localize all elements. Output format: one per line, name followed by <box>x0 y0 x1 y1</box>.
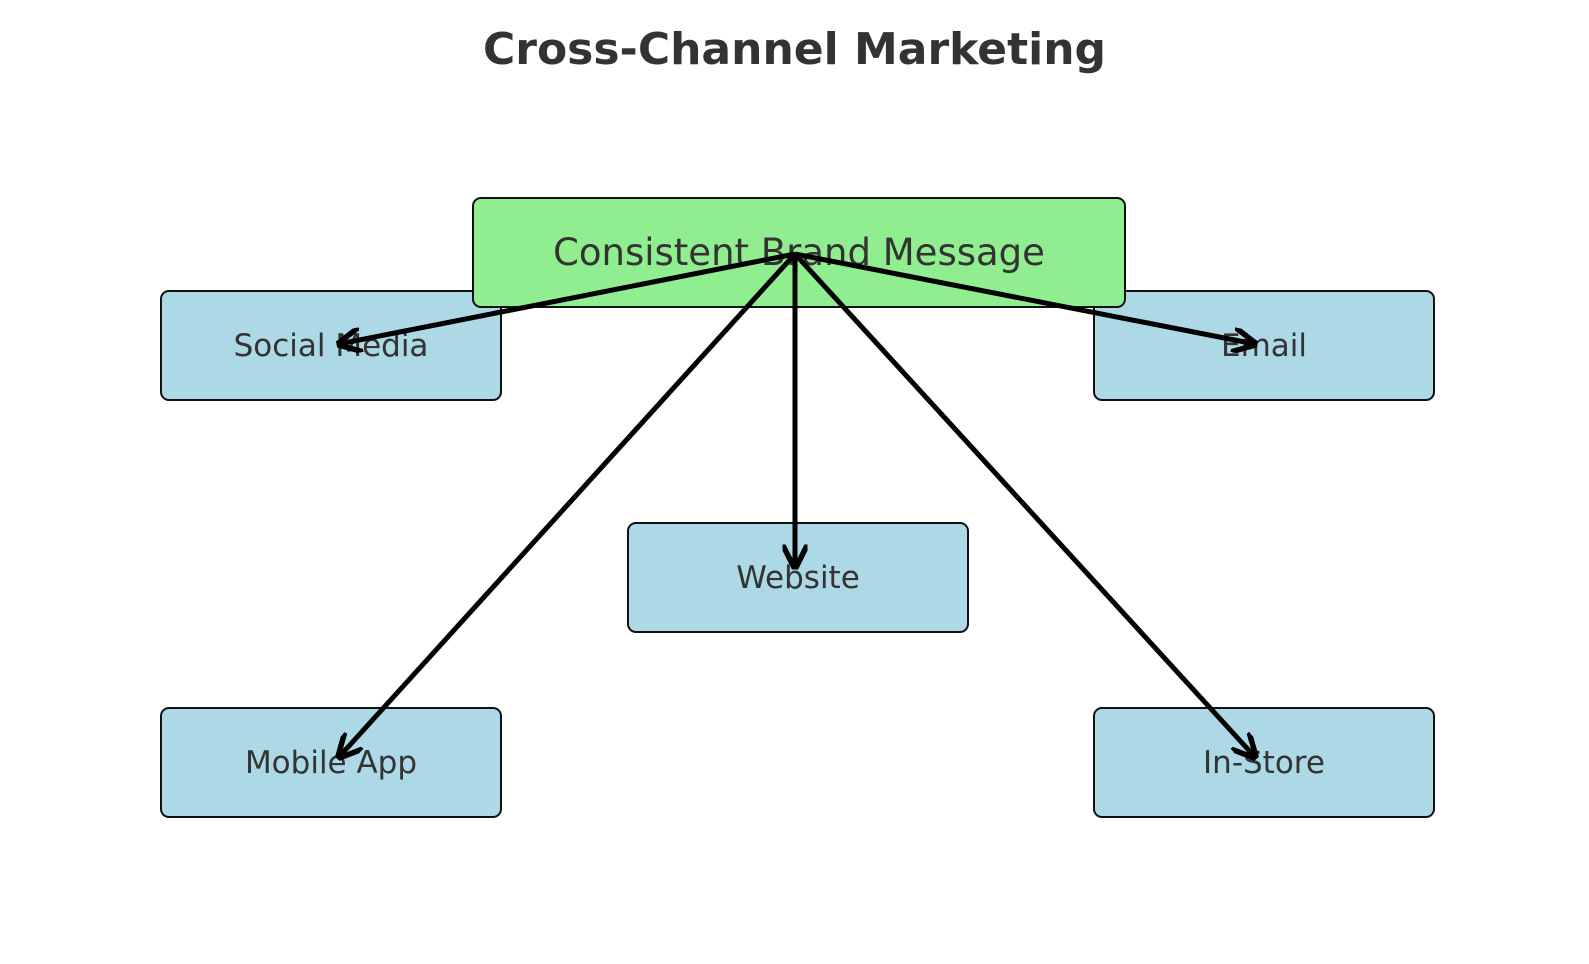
diagram-title: Cross-Channel Marketing <box>482 24 1107 75</box>
node-website: Website <box>627 522 969 633</box>
node-mobile-app: Mobile App <box>160 707 502 818</box>
node-brand-message: Consistent Brand Message <box>472 197 1126 308</box>
node-social-media: Social Media <box>160 290 502 401</box>
node-email: Email <box>1093 290 1435 401</box>
node-in-store: In-Store <box>1093 707 1435 818</box>
